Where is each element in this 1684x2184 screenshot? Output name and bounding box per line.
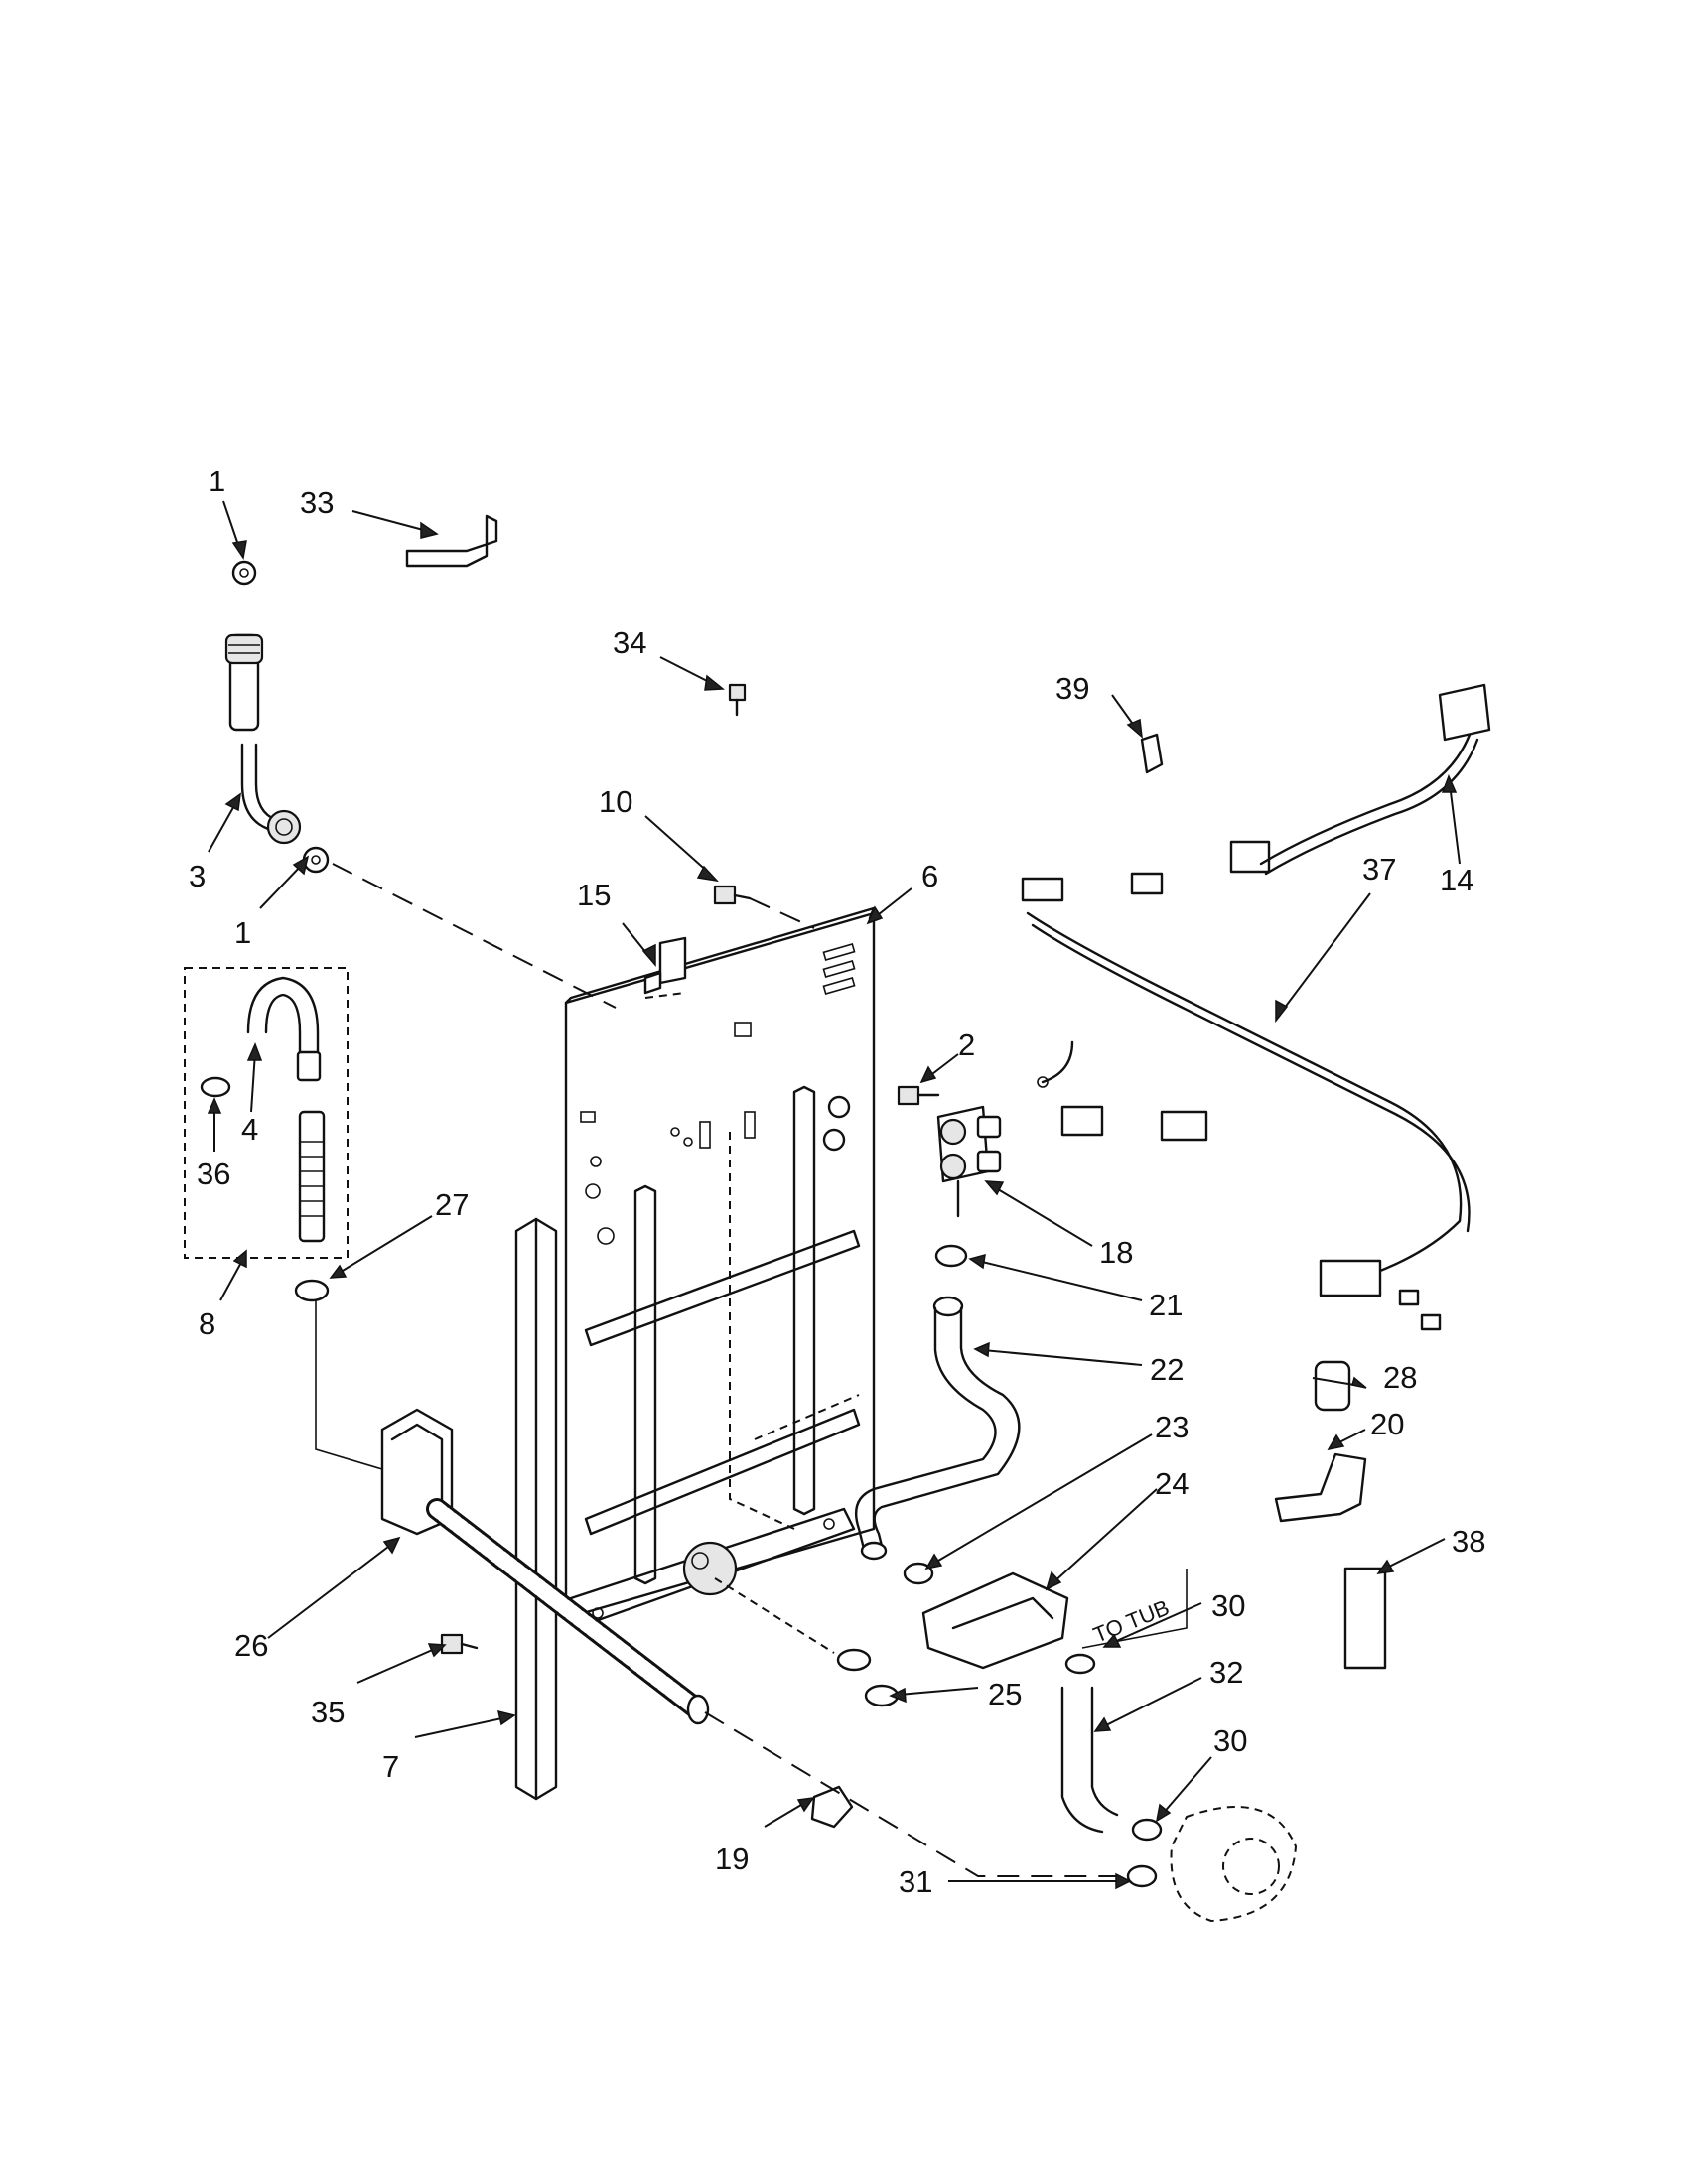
callout-6: 6 (921, 859, 938, 893)
callout-1: 1 (209, 464, 225, 498)
callout-18: 18 (1099, 1235, 1133, 1270)
callout-22: 22 (1150, 1352, 1184, 1387)
callout-14: 14 (1440, 863, 1474, 897)
callout-36: 36 (197, 1157, 230, 1191)
drain-hose-assembly (380, 1408, 710, 1725)
callout-30: 30 (1211, 1588, 1245, 1623)
side-rail (514, 1217, 558, 1801)
callout-20: 20 (1370, 1407, 1404, 1441)
callout-3: 3 (189, 859, 206, 893)
washer-top (231, 560, 257, 586)
pump-hose-32 (1060, 1653, 1298, 1923)
callout-31: 31 (899, 1864, 932, 1899)
callout-10: 10 (599, 784, 632, 819)
callout-39: 39 (1055, 671, 1089, 706)
callout-32: 32 (1209, 1655, 1243, 1690)
wire-harness (1021, 683, 1491, 1331)
callout-26: 26 (234, 1628, 268, 1663)
bracket-15 (643, 936, 687, 995)
leader-lines (207, 500, 1461, 1890)
callout-15: 15 (577, 878, 611, 912)
callout-25: 25 (988, 1677, 1022, 1711)
assembly-lines (315, 863, 1188, 1877)
screw-34 (728, 683, 747, 717)
capacitor-28 (1314, 1360, 1351, 1412)
screw-35 (440, 1633, 479, 1655)
callout-19: 19 (715, 1842, 749, 1876)
fill-hose-assembly (224, 560, 330, 874)
hose-22 (854, 1296, 1021, 1561)
callout-33: 33 (300, 485, 334, 520)
rear-panel (564, 906, 876, 1630)
callout-1b: 1 (234, 915, 251, 950)
callout-2: 2 (958, 1027, 975, 1062)
callout-30b: 30 (1213, 1723, 1247, 1758)
callout-24: 24 (1155, 1466, 1189, 1501)
screw-10 (713, 885, 752, 905)
callout-28: 28 (1383, 1360, 1417, 1395)
to-tub-label: TO TUB (1090, 1595, 1173, 1648)
clip-39 (1140, 733, 1164, 774)
callout-8: 8 (199, 1306, 215, 1341)
label-38 (1343, 1567, 1387, 1670)
bracket-20 (1274, 1452, 1367, 1523)
callout-4: 4 (241, 1112, 258, 1147)
clamp-21 (934, 1244, 968, 1268)
callout-38: 38 (1452, 1524, 1485, 1559)
callout-35: 35 (311, 1695, 345, 1729)
clamp-19 (810, 1785, 854, 1829)
cap-25 (836, 1648, 900, 1707)
bracket-33 (405, 514, 498, 568)
callout-37: 37 (1362, 852, 1396, 887)
callout-labels: 1 33 34 39 3 1 10 6 15 37 14 2 4 36 27 8… (189, 464, 1485, 1899)
screw-2 (897, 1085, 940, 1106)
callout-7: 7 (382, 1749, 399, 1784)
water-valve-18 (936, 1105, 1002, 1218)
clamp-23 (903, 1562, 934, 1585)
callout-21: 21 (1149, 1288, 1183, 1322)
clamp-27 (294, 1279, 330, 1302)
kit-8 (184, 967, 349, 1302)
callout-23: 23 (1155, 1410, 1189, 1444)
callout-27: 27 (435, 1187, 469, 1222)
callout-34: 34 (613, 625, 646, 660)
bracket-24 (921, 1571, 1069, 1670)
